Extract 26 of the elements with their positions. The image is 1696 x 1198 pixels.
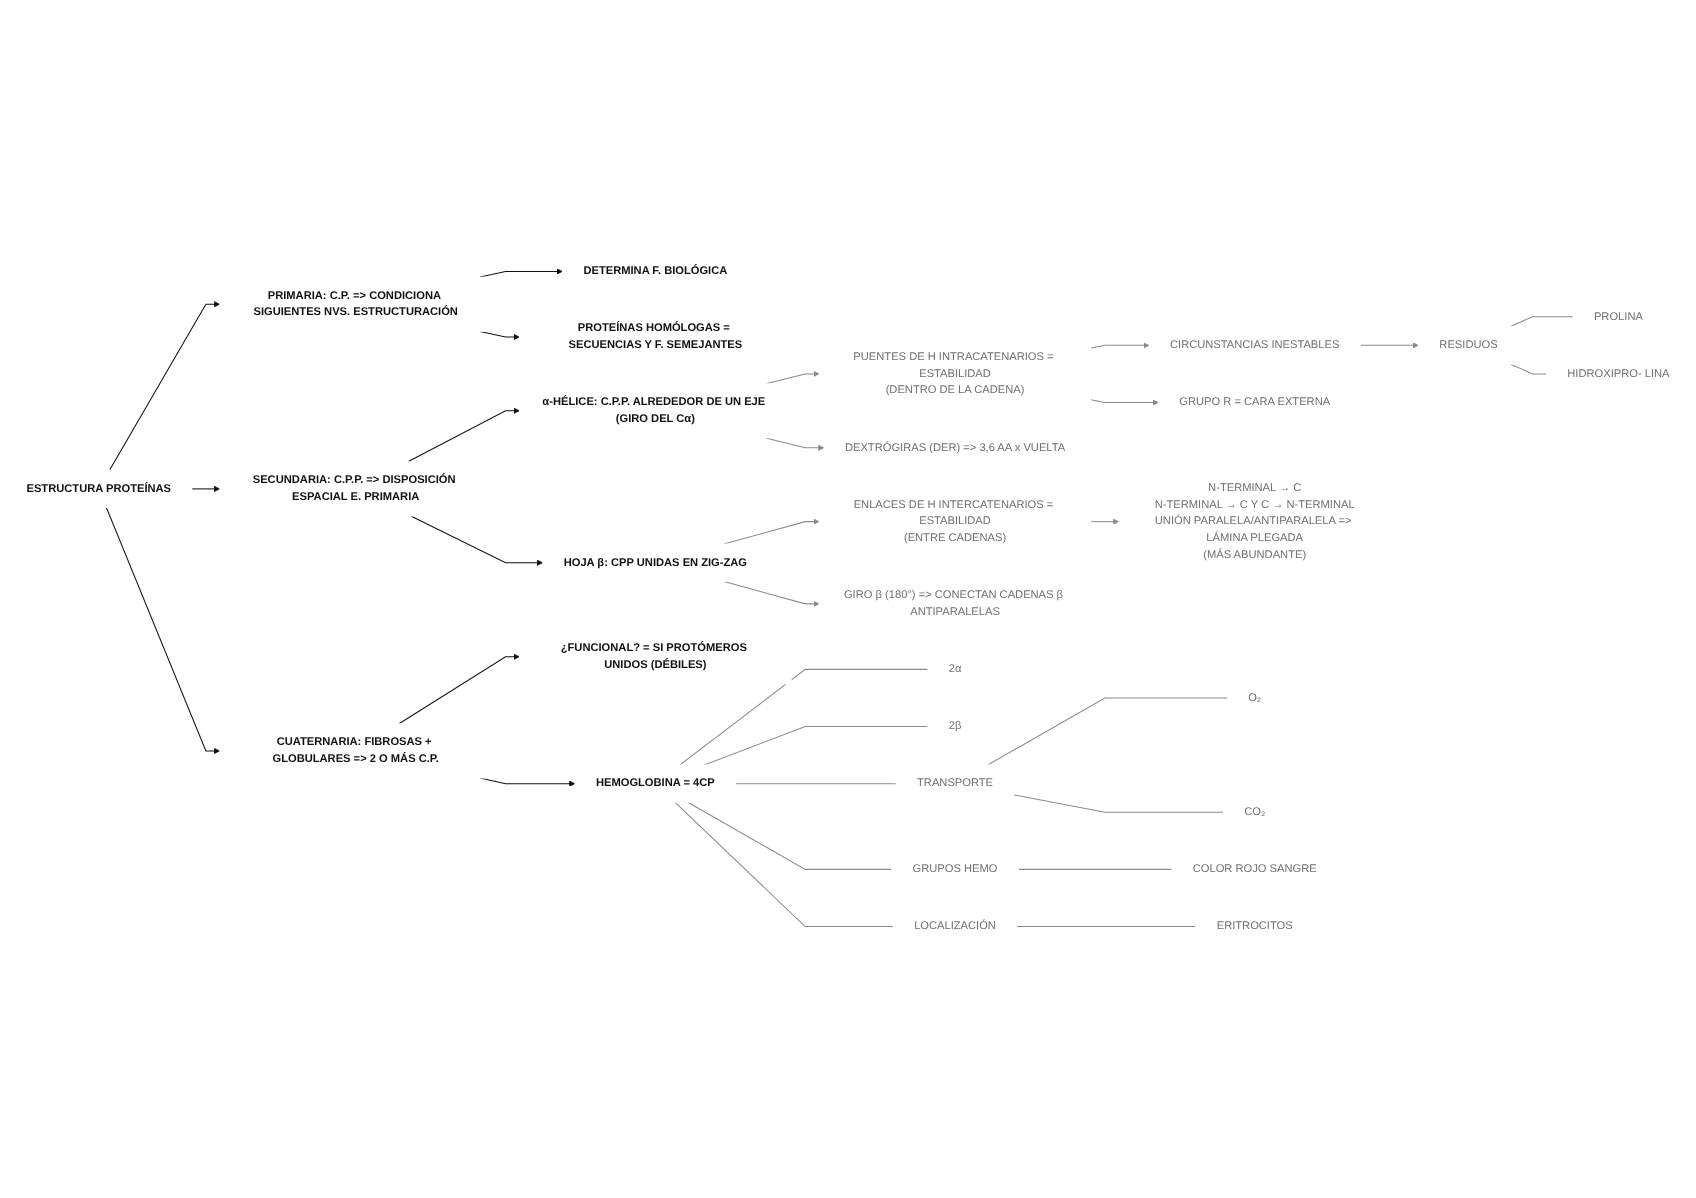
arrow xyxy=(1359,342,1419,349)
connector xyxy=(1017,868,1173,870)
arrow xyxy=(723,581,820,607)
arrow xyxy=(1090,518,1120,525)
arrow xyxy=(765,370,820,385)
arrow xyxy=(1090,342,1150,349)
arrow xyxy=(723,518,820,545)
arrow xyxy=(105,507,221,754)
connector xyxy=(704,726,929,766)
connector xyxy=(679,668,929,766)
arrow xyxy=(410,515,544,566)
connector xyxy=(1510,363,1547,375)
arrow xyxy=(479,330,520,341)
arrow xyxy=(407,407,520,463)
connector xyxy=(987,697,1228,766)
connector xyxy=(735,783,897,785)
connector xyxy=(1013,794,1224,813)
connector xyxy=(1510,316,1574,328)
connector xyxy=(1016,926,1197,928)
arrow xyxy=(191,485,221,492)
arrow xyxy=(398,653,520,725)
connector xyxy=(674,801,894,928)
arrow xyxy=(109,301,221,471)
arrow xyxy=(479,268,563,278)
connector xyxy=(687,801,893,870)
arrow xyxy=(1090,399,1159,406)
